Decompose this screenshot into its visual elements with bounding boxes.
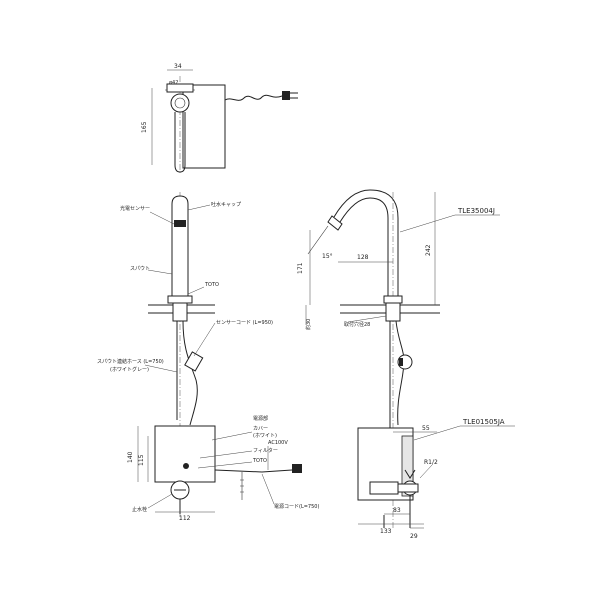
top-view-box	[182, 84, 226, 169]
top-view-nut-rect	[166, 83, 194, 93]
side-base-flange	[383, 295, 403, 304]
leader-spout	[147, 269, 173, 275]
top-view-power-cord	[224, 94, 283, 101]
side-water-angle	[307, 225, 329, 255]
leader-counter-hole	[347, 315, 387, 323]
label-spout-hose: スパウト連結ホース (L=750)	[97, 358, 164, 365]
label-power-cord: 電源コード(L=750)	[274, 503, 319, 510]
side-sensor-cord	[395, 320, 405, 426]
dim-242: 242	[425, 244, 432, 256]
dim-115: 115	[138, 454, 145, 466]
top-view-spout-inner	[174, 97, 186, 109]
front-base-flange	[167, 295, 193, 304]
dim-34: 34	[174, 63, 182, 70]
front-spout	[171, 195, 189, 297]
leader-cap	[187, 204, 211, 211]
dim-diameter: ø42	[169, 80, 178, 86]
top-view: 34 ø42 165	[141, 63, 298, 175]
label-spout-cap: 吐水キャップ	[211, 201, 241, 208]
dim-r12: R1/2	[424, 459, 438, 466]
label-ac: AC100V	[268, 440, 288, 446]
power-unit-cover	[154, 425, 216, 483]
leader-model-faucet	[399, 214, 456, 233]
label-power-box: 電源部	[253, 415, 268, 422]
dim-55: 55	[422, 425, 430, 432]
side-spout-outer	[339, 197, 389, 296]
leader-r12	[419, 464, 433, 479]
top-view-spout-head	[170, 93, 190, 113]
front-connector	[184, 351, 204, 372]
top-view-spout-body	[174, 112, 186, 173]
leader-toto-top	[187, 286, 205, 295]
leader-stop-valve	[147, 493, 173, 509]
leader-toto-bottom	[197, 461, 253, 469]
front-sensor-cord	[182, 320, 198, 426]
label-spout: スパウト	[130, 265, 150, 272]
dim-171: 171	[297, 262, 304, 274]
side-spout-tip	[327, 215, 343, 231]
side-box-edge	[401, 435, 414, 497]
side-spout-inner	[333, 189, 399, 296]
leader-power-cord	[261, 473, 275, 505]
dim-83: 83	[393, 507, 401, 514]
label-toto-top: TOTO	[204, 282, 219, 288]
dim-112: 112	[179, 515, 191, 522]
leader-hose	[144, 364, 178, 373]
side-view: 171 242 128 15° 約30 取付穴径28 55 R1/2 83 29…	[297, 189, 515, 540]
label-sensor-center: 光電センサー	[120, 205, 150, 212]
label-sensor-cord: センサーコード (L=950)	[216, 320, 273, 326]
side-pipe-fitting	[404, 469, 416, 479]
model-box: TLE01505JA	[462, 418, 505, 426]
dim-133: 133	[380, 528, 392, 535]
side-valve-stem	[397, 483, 419, 493]
front-plug-icon	[292, 464, 302, 473]
dim-165: 165	[141, 121, 148, 133]
label-cover: カバー	[253, 426, 268, 432]
side-connector-clip	[399, 358, 403, 366]
label-counter-hole: 取付穴径28	[344, 321, 370, 328]
side-mount-nut	[385, 302, 401, 322]
label-stop-valve: 止水栓	[132, 506, 147, 513]
leader-sensor-cord	[193, 322, 216, 357]
leader-cover	[211, 431, 253, 441]
front-view: 140 115 112 光電センサー 吐水キャップ スパウト TOTO センサー…	[97, 192, 319, 522]
front-filter-knob	[183, 463, 189, 469]
label-hose-color: (ホワイトグレー)	[110, 366, 149, 373]
sensor-window	[174, 220, 186, 227]
front-power-cord	[214, 469, 293, 473]
model-faucet: TLE35004J	[457, 207, 495, 215]
side-valve-body	[369, 481, 399, 495]
leader-filter	[199, 450, 253, 459]
dim-deck: 約30	[305, 319, 312, 330]
leader-model-box	[413, 425, 461, 441]
dim-angle: 15°	[322, 253, 333, 260]
label-filter: フィルター	[253, 447, 278, 454]
label-cover-color: (ホワイト)	[253, 433, 277, 439]
front-cord-clip	[240, 472, 244, 500]
label-toto-bottom: TOTO	[252, 458, 267, 464]
leader-sensor	[149, 211, 175, 225]
front-mount-nut	[172, 302, 188, 322]
dim-140: 140	[127, 451, 134, 463]
plug-icon	[282, 91, 290, 100]
dim-128: 128	[357, 254, 369, 261]
dim-29: 29	[410, 533, 418, 540]
